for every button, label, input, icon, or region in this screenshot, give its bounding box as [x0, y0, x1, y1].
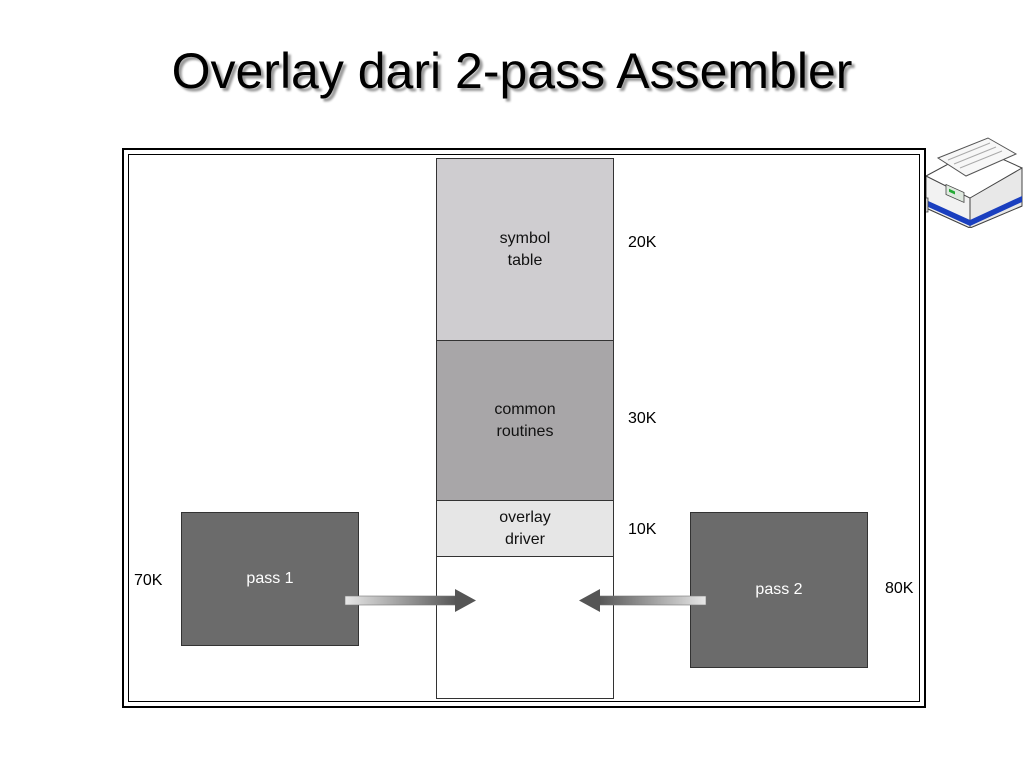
common-routines-block: common routines	[436, 340, 614, 502]
pass1-label: pass 1	[246, 570, 294, 588]
pass1-size: 70K	[134, 572, 163, 589]
symbol-table-block: symbol table	[436, 158, 614, 342]
overlay-driver-label: overlay driver	[499, 509, 551, 548]
overlay-driver-block: overlay driver	[436, 500, 614, 558]
slide-title: Overlay dari 2-pass Assembler	[171, 43, 853, 99]
pass2-block: pass 2	[690, 512, 868, 668]
overlay-driver-size: 10K	[628, 521, 657, 538]
pass2-label: pass 2	[755, 581, 803, 599]
common-routines-size: 30K	[628, 410, 657, 427]
pass2-size: 80K	[885, 580, 914, 597]
pass1-block: pass 1	[181, 512, 359, 646]
symbol-table-label: symbol table	[499, 230, 551, 269]
overlay-area-block	[436, 556, 614, 699]
common-routines-label: common routines	[494, 401, 556, 440]
diagram-frame-inner	[128, 154, 920, 702]
symbol-table-size: 20K	[628, 234, 657, 251]
printer-icon	[918, 137, 1023, 228]
